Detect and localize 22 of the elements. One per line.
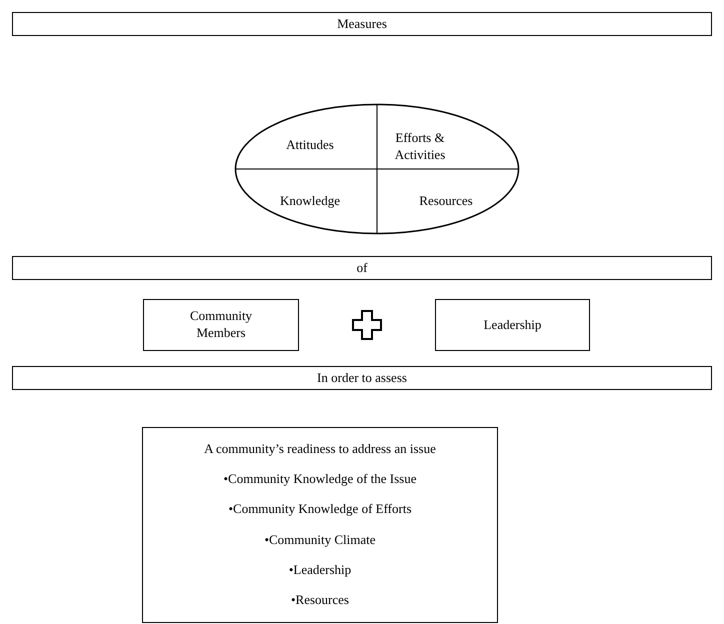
quadrant-label: Knowledge [280,193,340,210]
quadrant-ellipse [234,103,520,235]
bullet-item: •Community Knowledge of Efforts [228,501,412,518]
bullet-item: •Community Knowledge of the Issue [223,471,417,488]
bullet-item: •Resources [291,592,349,610]
box-label: Community Members [188,308,254,342]
header-band [12,12,712,36]
band-label: of [356,260,368,276]
quadrant-label: Resources [419,193,473,210]
header-band [12,256,712,280]
box-heading: A community’s readiness to address an issue [204,440,436,458]
readiness-box [142,427,498,623]
quadrant-label: Efforts & Activities [394,130,446,164]
group-box [143,299,299,351]
box-label: Leadership [484,316,542,334]
quadrant-label: Attitudes [286,137,334,154]
bullet-item: •Community Climate [264,532,376,549]
group-box [435,299,590,351]
band-label: Measures [337,16,387,32]
band-label: In order to assess [317,370,407,386]
header-band [12,366,712,390]
bullet-item: •Leadership [288,562,352,579]
